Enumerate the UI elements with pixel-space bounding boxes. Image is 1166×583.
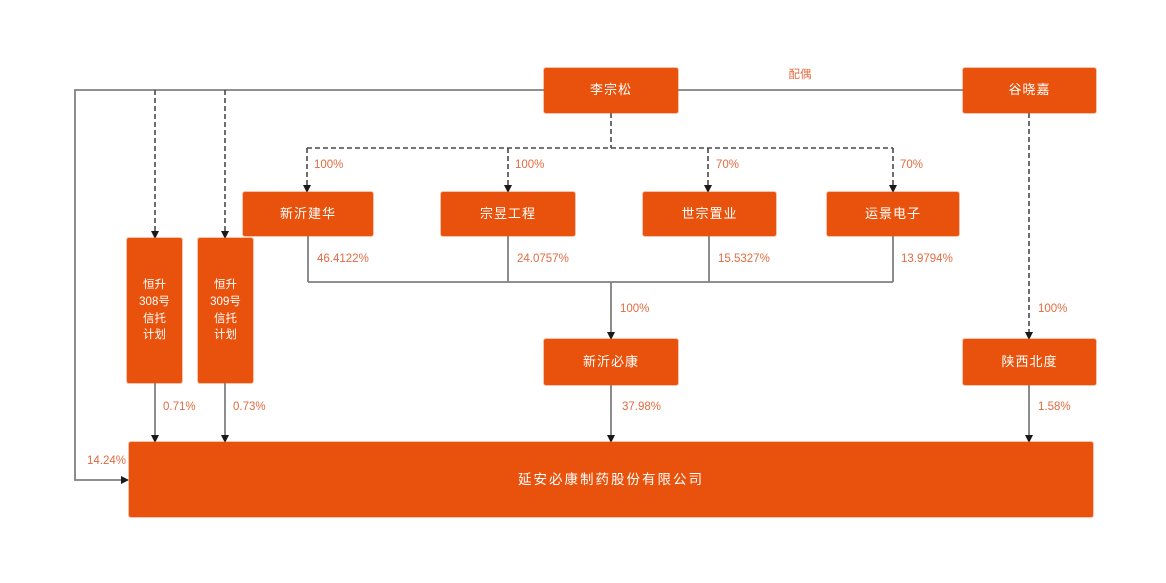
edge-label-bikang-own: 100% [620, 303, 650, 315]
edge-label-beidu-own: 100% [1038, 303, 1068, 315]
node-trust-309: 恒升 309号 信托 计划 [198, 238, 253, 383]
dashed-connectors [154, 90, 1030, 333]
edge-label-jianhua-ctrl: 100% [314, 159, 344, 171]
edge-label-trust308-hold: 0.71% [163, 401, 196, 413]
arrowheads [121, 185, 1033, 484]
node-li-zongsong: 李宗松 [544, 68, 678, 113]
edge-label-bikang-hold: 37.98% [622, 401, 662, 413]
edge-label-shizong-hold: 15.5327% [718, 253, 770, 265]
node-zongyu-gongcheng: 宗昱工程 [441, 192, 575, 236]
edge-label-trust309-hold: 0.73% [233, 401, 266, 413]
edge-label-yunjing-ctrl: 70% [900, 159, 924, 171]
node-xinyi-jianhua: 新沂建华 [243, 192, 373, 236]
solid-connectors [74, 89, 1030, 481]
node-trust-308: 恒升 308号 信托 计划 [127, 238, 182, 383]
node-shaanxi-beidu: 陕西北度 [963, 339, 1096, 385]
edge-label-shizong-ctrl: 70% [716, 159, 740, 171]
edge-label-yunjing-hold: 13.9794% [901, 253, 953, 265]
node-xinyi-bikang: 新沂必康 [544, 339, 678, 385]
node-shizong-zhiye: 世宗置业 [643, 192, 776, 236]
edge-label-direct-hold: 14.24% [86, 455, 126, 467]
edge-label-spouse: 配偶 [788, 69, 812, 81]
edge-lizongsong-direct [74, 89, 544, 481]
node-yanan-bikang: 延安必康制药股份有限公司 [129, 442, 1093, 517]
edge-label-zongyu-ctrl: 100% [515, 159, 545, 171]
node-yunjing-dianzi: 运景电子 [827, 192, 959, 236]
edge-label-zongyu-hold: 24.0757% [517, 253, 569, 265]
edge-label-beidu-hold: 1.58% [1038, 401, 1071, 413]
edge-label-jianhua-hold: 46.4122% [317, 253, 369, 265]
node-gu-xiaojia: 谷晓嘉 [963, 68, 1096, 113]
